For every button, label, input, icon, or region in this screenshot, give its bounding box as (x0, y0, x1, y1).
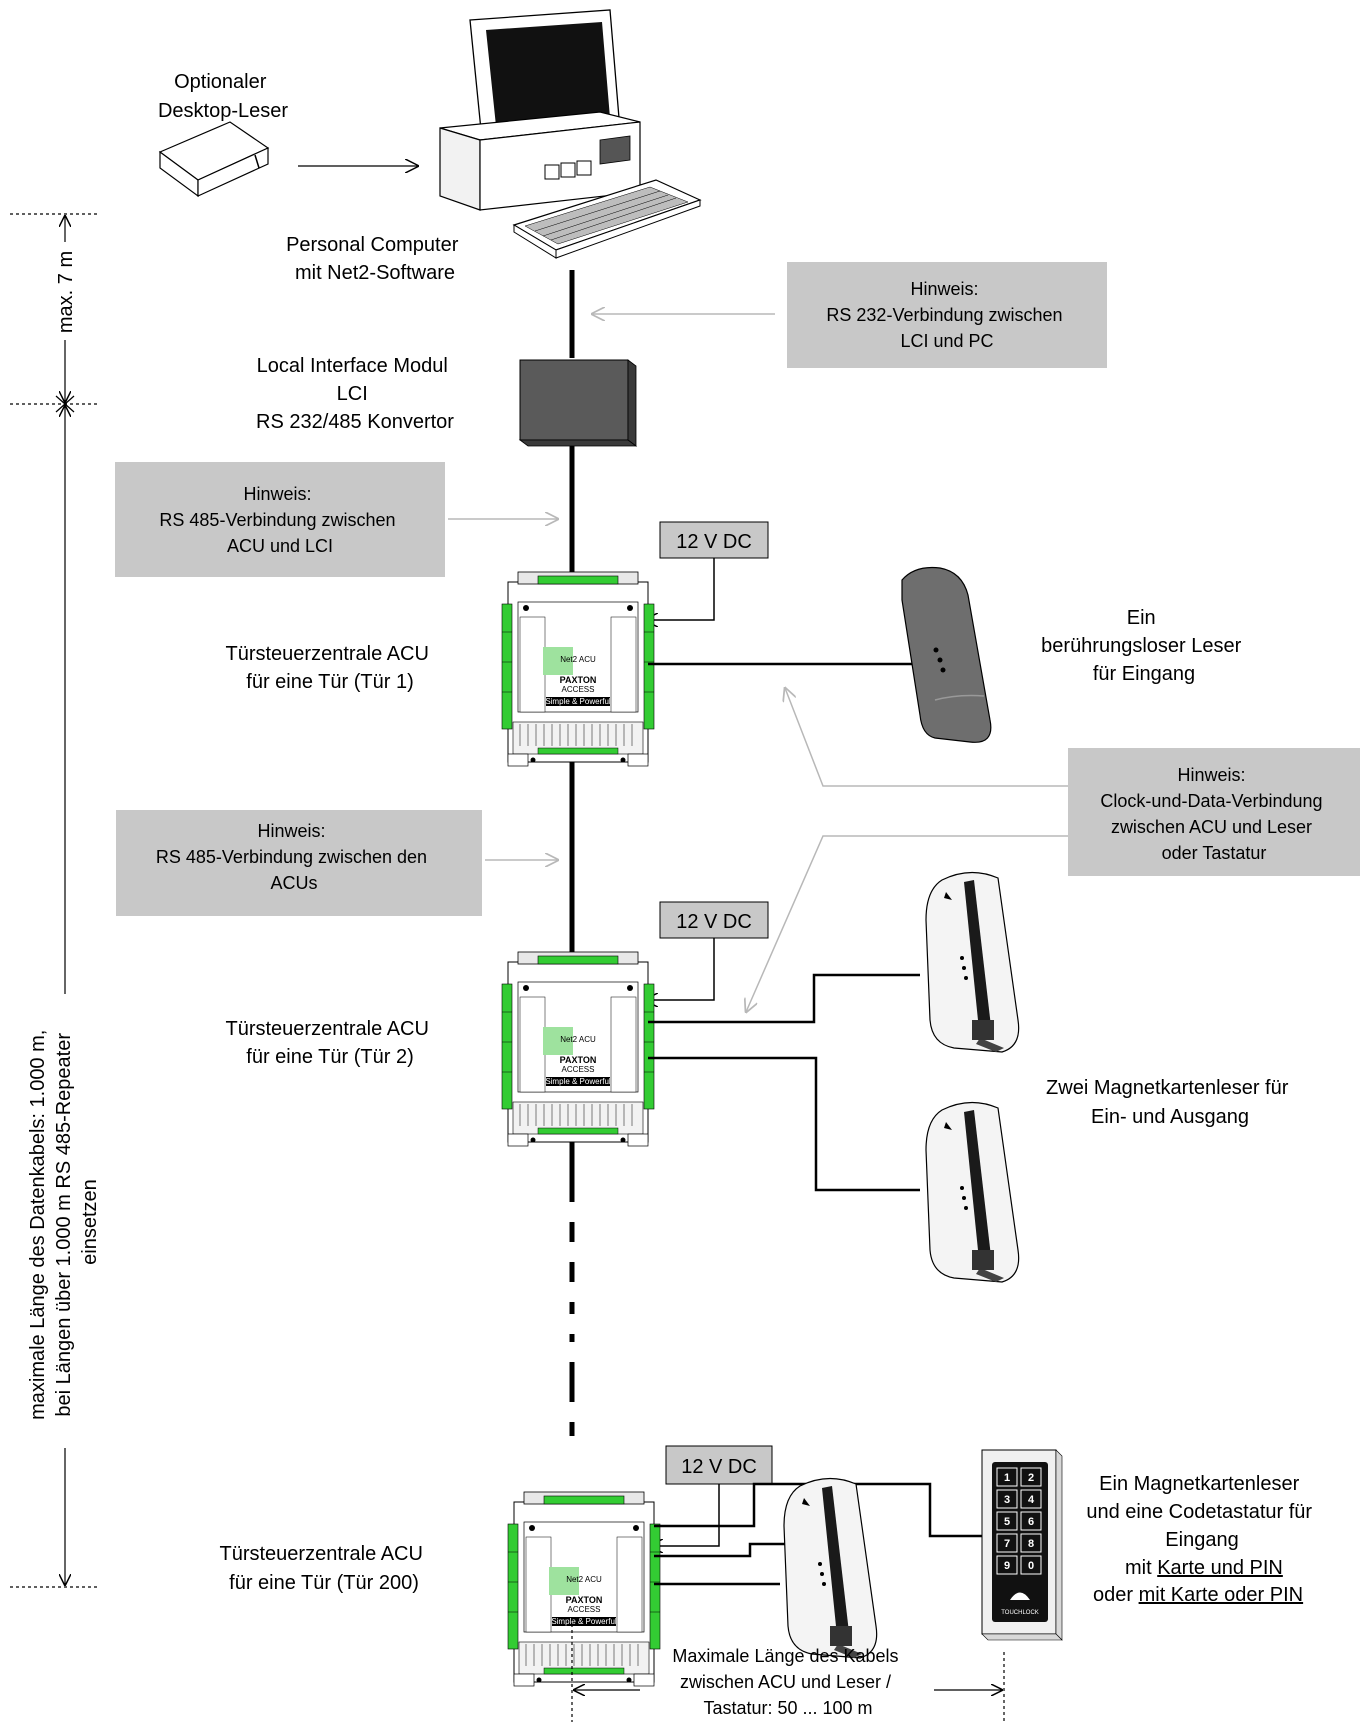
keypad-brand: TOUCHLOCK (1001, 1610, 1039, 1616)
desktop-reader-label: Optionaler Desktop-Leser (158, 71, 288, 122)
note-clock-arrow-up (785, 688, 1068, 787)
keypad-key-label: 9 (1004, 1560, 1010, 1572)
computer-icon (439, 9, 702, 259)
acu-3-icon (507, 1491, 661, 1687)
note-rs485-acu-lci-text: Hinweis: RS 485-Verbindung zwischen ACU … (159, 484, 400, 556)
acu-3-brand: Net2 ACU (566, 1575, 602, 1584)
acu-3-slogan-bar (552, 1617, 616, 1626)
power-box-3 (665, 1445, 773, 1485)
note-rs485-acus-box (116, 810, 482, 916)
dim-max7-label: max. 7 m (55, 251, 77, 333)
reader-2-label: Zwei Magnetkartenleser für Ein- und Ausg… (1046, 1077, 1294, 1128)
acu-1-paxton: PAXTON (560, 675, 597, 685)
note-rs485-acu-lci-box (115, 462, 445, 577)
note-clock-data-text: Hinweis: Clock-und-Data-Verbindung zwisc… (1100, 765, 1327, 863)
keypad-key-label: 7 (1004, 1538, 1010, 1550)
desktop-reader-icon (158, 121, 270, 198)
keypad-key-7 (996, 1533, 1018, 1553)
acu-3-label: Türsteuerzentrale ACU für eine Tür (Tür … (220, 1543, 429, 1594)
note-rs485-acus-text: Hinweis: RS 485-Verbindung zwischen den … (156, 821, 432, 893)
acu3-reader-cable (654, 1542, 790, 1558)
acu-1-icon (501, 571, 655, 767)
mag-reader-in-icon (925, 871, 1020, 1053)
keypad-key-9 (996, 1555, 1018, 1575)
power-arrow-2 (645, 938, 715, 1000)
keypad-keys: 1 2 3 4 5 6 7 8 9 0 (996, 1467, 1042, 1575)
power-label-3: 12 V DC (681, 1456, 757, 1478)
power-arrow-3 (650, 1484, 720, 1546)
keypad-key-label: 2 (1028, 1472, 1034, 1484)
keypad-key-label: 4 (1028, 1494, 1035, 1506)
power-label-2: 12 V DC (676, 911, 752, 933)
keypad-key-label: 0 (1028, 1560, 1034, 1572)
reader-3-label: Ein Magnetkartenleser und eine Codetasta… (1086, 1473, 1317, 1551)
reader-3-mode-1: mit Karte und PIN (1125, 1557, 1283, 1579)
keypad-bell-icon (1010, 1592, 1030, 1600)
power-box-1 (659, 521, 769, 559)
keypad-key-label: 1 (1004, 1472, 1010, 1484)
keypad-key-8 (1020, 1533, 1042, 1553)
acu-3-access: ACCESS (568, 1605, 601, 1614)
acu-3-paxton: PAXTON (566, 1595, 603, 1605)
acu-3-slogan: Simple & Powerful (551, 1617, 617, 1626)
acu2-reader-out-cable (648, 1056, 920, 1192)
note-clock-data-box (1068, 748, 1360, 876)
note-rs232-box (787, 262, 1107, 368)
dim-1000m-label: maximale Länge des Datenkabels: 1.000 m,… (27, 1024, 101, 1420)
acu-2-access: ACCESS (562, 1065, 595, 1074)
acu-2-icon (501, 951, 655, 1147)
mag-reader-out-icon (925, 1101, 1020, 1283)
power-arrow-1 (645, 558, 715, 620)
reader-3-mode-2: oder mit Karte oder PIN (1093, 1584, 1303, 1606)
acu-2-label: Türsteuerzentrale ACU für eine Tür (Tür … (226, 1018, 435, 1068)
lci-label: Local Interface Modul LCI RS 232/485 Kon… (256, 355, 454, 433)
keypad-key-0 (1020, 1555, 1042, 1575)
acu-2-slogan: Simple & Powerful (545, 1077, 611, 1086)
note-rs232-text: Hinweis: RS 232-Verbindung zwischen LCI … (826, 279, 1067, 351)
keypad-key-6 (1020, 1511, 1042, 1531)
keypad-key-4 (1020, 1489, 1042, 1509)
pc-label: Personal Computer mit Net2-Software (286, 234, 464, 284)
power-box-2 (659, 901, 769, 939)
keypad-key-2 (1020, 1467, 1042, 1487)
keypad-key-label: 8 (1028, 1538, 1034, 1550)
reader-1-label: Ein berührungsloser Leser für Eingang (1041, 607, 1247, 685)
acu2-reader-in-cable (648, 973, 920, 1024)
mag-reader-3-icon (783, 1477, 878, 1659)
acu-1-slogan: Simple & Powerful (545, 697, 611, 706)
acu-1-brand: Net2 ACU (560, 655, 596, 664)
note-clock-arrow-down (746, 835, 1068, 1012)
acu-1-label: Türsteuerzentrale ACU für eine Tür (Tür … (226, 643, 435, 693)
keypad-key-1 (996, 1467, 1018, 1487)
cable-length-label: Maximale Länge des Kabels zwischen ACU u… (672, 1646, 903, 1718)
acu-1-slogan-bar (546, 697, 610, 706)
acu-2-paxton: PAXTON (560, 1055, 597, 1065)
proximity-reader-icon (901, 566, 992, 743)
keypad-key-label: 5 (1004, 1516, 1010, 1528)
acu-1-access: ACCESS (562, 685, 595, 694)
acu-2-slogan-bar (546, 1077, 610, 1086)
acu-2-brand: Net2 ACU (560, 1035, 596, 1044)
lci-module-icon (518, 359, 638, 447)
keypad-key-3 (996, 1489, 1018, 1509)
power-label-1: 12 V DC (676, 531, 752, 553)
keypad-key-label: 6 (1028, 1516, 1034, 1528)
keypad-key-label: 3 (1004, 1494, 1010, 1506)
keypad-key-5 (996, 1511, 1018, 1531)
